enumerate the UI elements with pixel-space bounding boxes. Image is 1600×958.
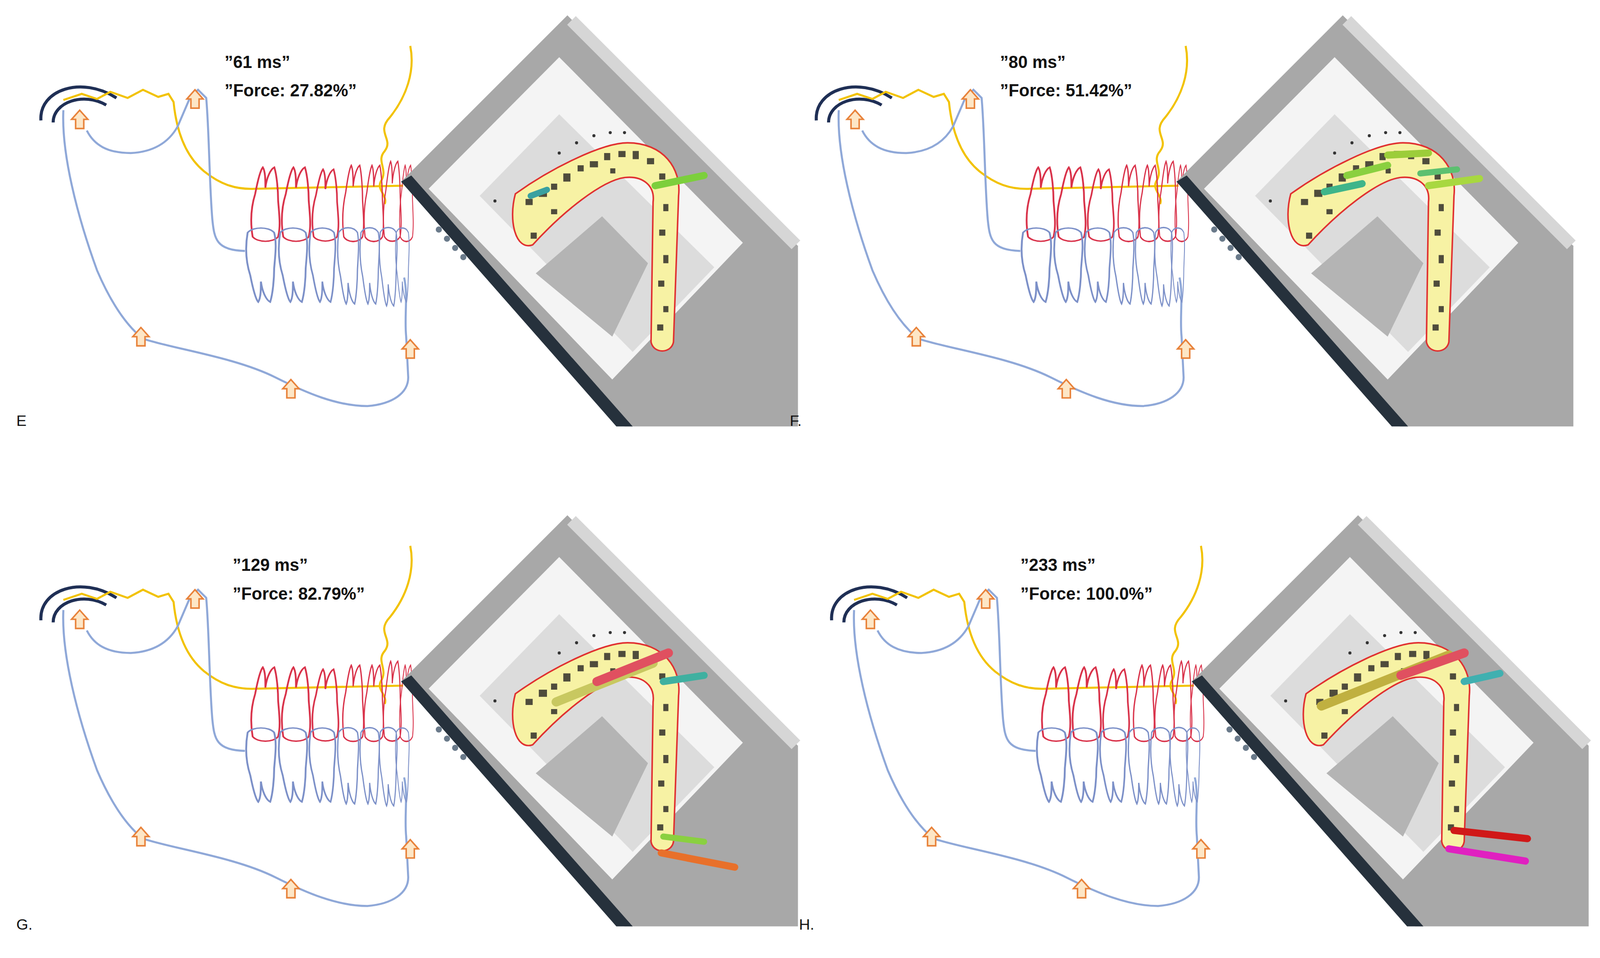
force-label: ”Force: 27.82%” <box>224 81 358 101</box>
time-label: ”80 ms” <box>999 53 1066 73</box>
force-label: ”Force: 100.0%” <box>1020 584 1153 604</box>
panel-letter: E <box>16 412 27 430</box>
time-label: ”61 ms” <box>224 53 291 73</box>
time-label: ”233 ms” <box>1020 555 1096 575</box>
time-label: ”129 ms” <box>232 555 308 575</box>
panel-letter: F. <box>789 412 802 430</box>
force-label: ”Force: 82.79%” <box>232 584 366 604</box>
panel-letter: G. <box>16 916 33 933</box>
force-label: ”Force: 51.42%” <box>999 81 1133 101</box>
panel-letter: H. <box>799 916 815 933</box>
